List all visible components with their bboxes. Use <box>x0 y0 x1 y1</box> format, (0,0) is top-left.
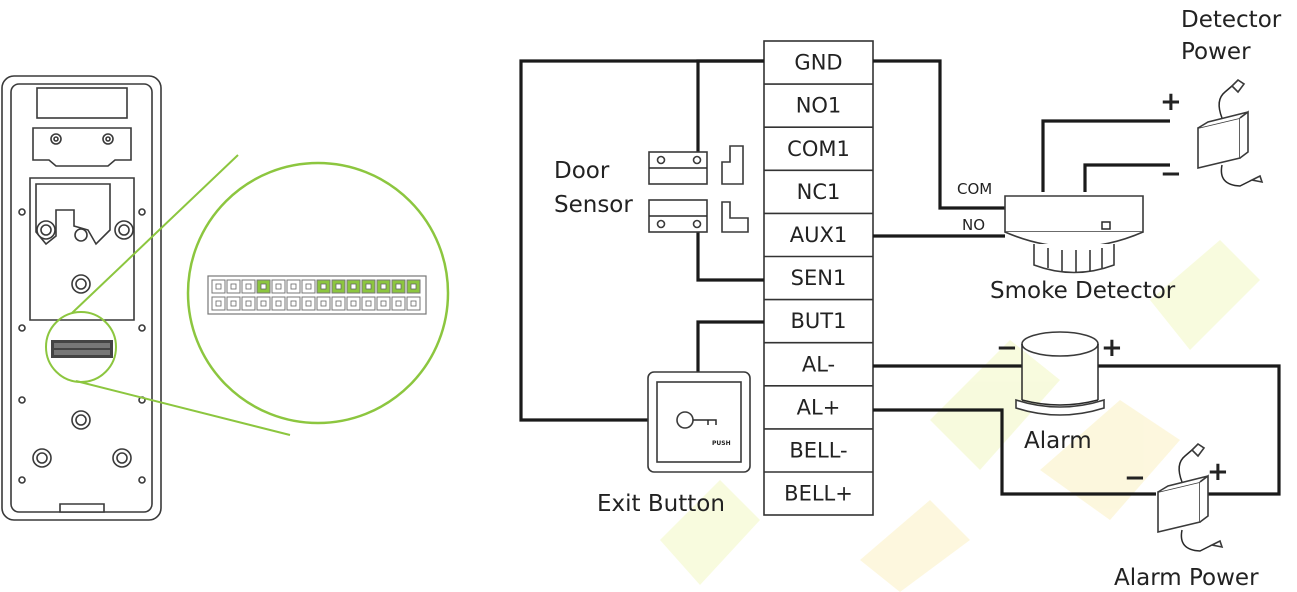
detector-power-label-line2: Power <box>1181 39 1251 65</box>
connector-pin-hole <box>245 283 252 290</box>
connector-pin-hole <box>230 300 237 307</box>
connector-pin-hole <box>290 300 297 307</box>
smoke-detector-label: Smoke Detector <box>990 278 1176 304</box>
alarm <box>1015 331 1105 416</box>
detector-power-label-line1: Detector <box>1181 7 1282 33</box>
terminal-gnd: GND <box>794 51 842 75</box>
connector-pin-hole <box>410 300 417 307</box>
detector-power-supply <box>1197 78 1264 187</box>
alarm-power-minus-sign: − <box>1124 463 1146 493</box>
device-back-panel <box>1 75 162 521</box>
terminal-al-minus: AL- <box>802 352 835 376</box>
door-sensor-label-line2: Sensor <box>554 192 633 218</box>
connector-pin-hole <box>365 300 372 307</box>
connector-pin-hole <box>305 300 312 307</box>
terminal-bell-minus: BELL- <box>789 438 847 462</box>
wires <box>519 59 1281 496</box>
terminal-sen1: SEN1 <box>791 266 847 290</box>
connector-pin-hole <box>275 283 282 290</box>
connector-pin-hole <box>215 283 222 290</box>
connector-pin-hole <box>260 300 267 307</box>
connector-zoom <box>207 275 427 315</box>
terminal-no1: NO1 <box>796 94 842 118</box>
terminal-but1: BUT1 <box>791 309 847 333</box>
alarm-power-label: Alarm Power <box>1114 565 1259 591</box>
terminal-com1: COM1 <box>787 137 850 161</box>
connector-pin-hole <box>245 300 252 307</box>
connector-pin-hole <box>305 283 312 290</box>
terminal-aux1: AUX1 <box>790 223 847 247</box>
connector-pin-hole <box>380 300 387 307</box>
exit-button <box>647 371 751 473</box>
alarm-power-plus-sign: + <box>1207 457 1229 487</box>
detector-minus-sign: − <box>1160 159 1182 189</box>
connector-pin-hole <box>395 283 402 290</box>
terminal-al-plus: AL+ <box>797 395 841 419</box>
door-sensor-label-line1: Door <box>554 158 610 184</box>
connector-pin-hole <box>260 283 267 290</box>
connector-pin-hole <box>380 283 387 290</box>
connector-pin-hole <box>290 283 297 290</box>
connector-pin-hole <box>365 283 372 290</box>
exit-button-label: Exit Button <box>597 491 725 517</box>
terminal-nc1: NC1 <box>797 180 841 204</box>
connector-pin-hole <box>335 300 342 307</box>
connector-pin-hole <box>350 300 357 307</box>
push-label: PUSH <box>712 440 731 447</box>
connector-pin-hole <box>320 300 327 307</box>
connector-pin-hole <box>410 283 417 290</box>
alarm-label: Alarm <box>1024 428 1092 454</box>
alarm-power-supply <box>1157 442 1224 552</box>
connector-pin-hole <box>230 283 237 290</box>
connector-pin-hole <box>350 283 357 290</box>
connector-pin-hole <box>335 283 342 290</box>
smoke-detector <box>1004 195 1144 274</box>
terminal-bell-plus: BELL+ <box>784 482 853 506</box>
connector-pin-hole <box>275 300 282 307</box>
connector-pin-hole <box>215 300 222 307</box>
no-label: NO <box>962 216 985 234</box>
detector-plus-sign: + <box>1160 87 1182 117</box>
alarm-minus-sign: − <box>996 333 1018 363</box>
connector-pin-hole <box>320 283 327 290</box>
alarm-plus-sign: + <box>1101 333 1123 363</box>
door-sensor <box>648 145 749 233</box>
watermark <box>660 240 1260 592</box>
connector-pin-hole <box>395 300 402 307</box>
com-label: COM <box>957 180 992 198</box>
